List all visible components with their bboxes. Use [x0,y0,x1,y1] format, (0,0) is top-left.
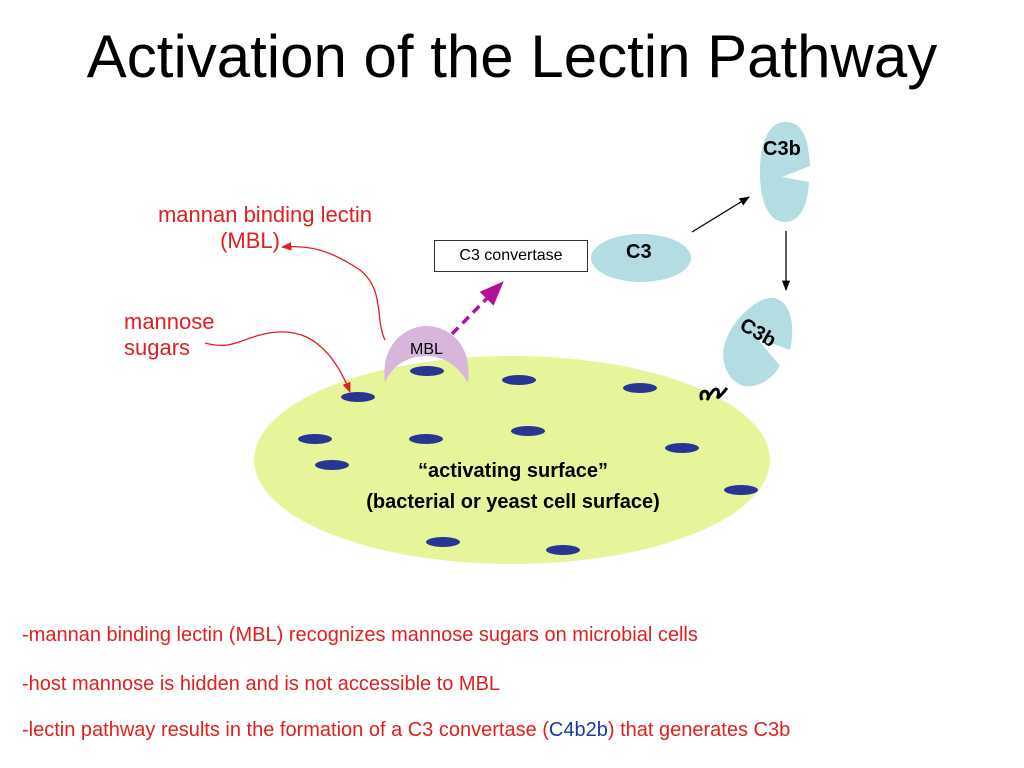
mannose-callout: mannose sugars [124,309,215,361]
c3-label: C3 [626,241,652,263]
c3b-top-label: C3b [763,138,801,160]
bullet-1: -mannan binding lectin (MBL) recognizes … [22,624,698,646]
mannose-callout-line1: mannose [124,309,215,334]
mannose-sugar [623,383,657,393]
activating-surface [254,356,770,564]
mannose-sugar [409,434,443,444]
c3-ellipse [591,234,691,282]
mbl-callout-line1: mannan binding lectin [157,202,372,227]
mannose-pointer-arrow [204,331,351,393]
mannose-sugar [724,485,758,495]
c3b-fragment-top [760,122,810,222]
mbl-label: MBL [410,341,443,358]
mbl-pointer-arrow [280,242,386,341]
mannose-sugar-group [298,366,758,555]
mannose-sugar [341,392,375,402]
mbl-callout-line2: (MBL) [220,228,280,253]
c3b-fragment-bound [723,297,793,387]
mannose-sugar [410,366,444,376]
mannose-callout-line2: sugars [124,335,191,360]
mannose-sugar [426,537,460,547]
surface-label-line1: “activating surface” [417,460,609,482]
bullet-3: -lectin pathway results in the formation… [22,719,790,742]
c3-to-c3b-arrow [691,196,750,233]
mbl-callout: mannan binding lectin (MBL) [122,202,372,254]
mannose-sugar [298,434,332,444]
dashed-activation-arrow [450,281,504,336]
activating-surface-label: “activating surface” (bacterial or yeast… [290,456,736,518]
bullet-3-highlight: C4b2b [548,719,608,741]
bullet-3-suffix: ) that generates C3b [607,719,791,741]
surface-label-line2: (bacterial or yeast cell surface) [366,491,660,513]
mannose-sugar [546,545,580,555]
mbl-shape [384,326,469,383]
mannose-sugar [315,460,349,470]
mannose-sugar [502,375,536,385]
slide-title: Activation of the Lectin Pathway [86,23,938,90]
mannose-sugar [511,426,545,436]
mannose-sugar [665,443,699,453]
c3-convertase-box: C3 convertase [434,240,588,272]
bullet-3-prefix: -lectin pathway results in the formation… [22,719,549,741]
covalent-bond-squiggle [699,387,729,401]
bullet-2: -host mannose is hidden and is not acces… [22,673,501,695]
